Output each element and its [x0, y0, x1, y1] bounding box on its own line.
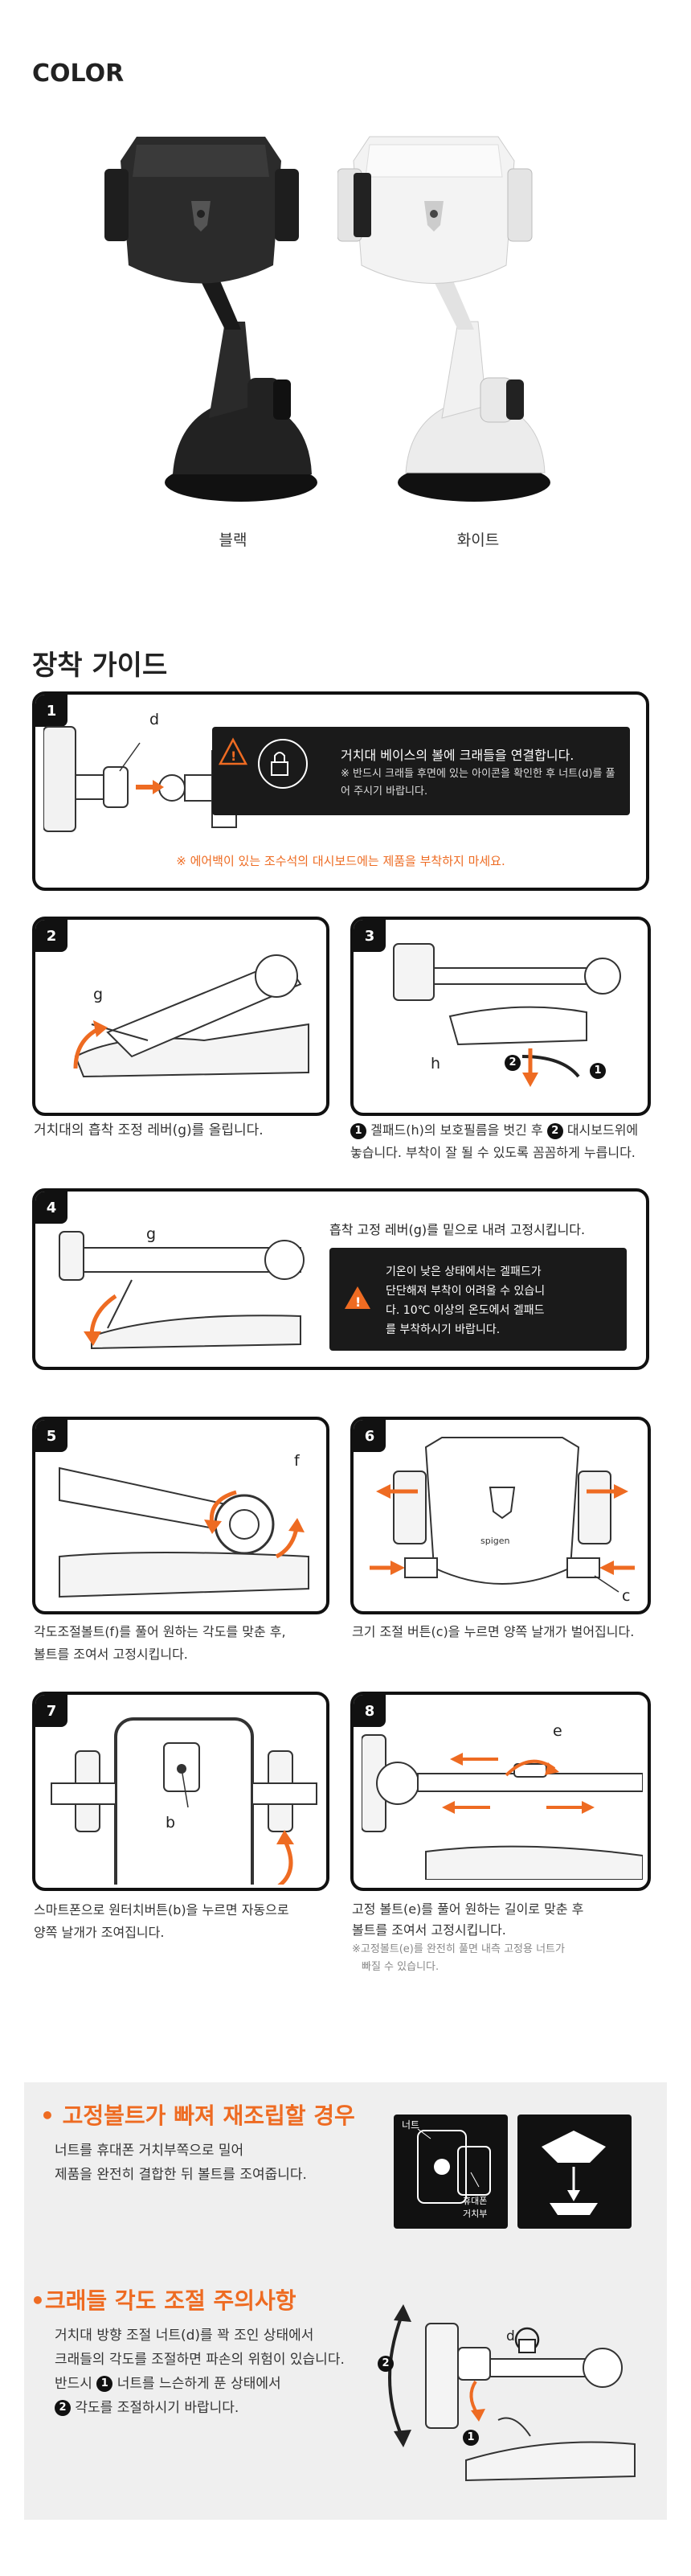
product-white-image	[337, 136, 550, 502]
step-number: 4	[35, 1192, 67, 1224]
warning-icon: !	[219, 737, 308, 789]
tip2-body-line2: 크래들의 각도를 조절하면 파손의 위험이 있습니다.	[55, 2352, 345, 2368]
svg-text:!: !	[231, 749, 236, 764]
tip2-part-label: d	[506, 2328, 515, 2344]
color-heading: COLOR	[32, 59, 125, 88]
step5-illustration	[59, 1466, 309, 1598]
step7-caption-line1: 스마트폰으로 원터치버튼(b)을 누르면 자동으로	[34, 1902, 289, 1918]
tip2-body: 거치대 방향 조절 너트(d)를 꽉 조인 상태에서 크래들의 각도를 조절하면…	[55, 2324, 345, 2420]
step3-box: 3 h 2 1	[350, 917, 651, 1116]
step5-caption-line1: 각도조절볼트(f)를 풀어 원하는 각도를 맞춘 후,	[34, 1624, 286, 1639]
step-number: 5	[35, 1420, 67, 1452]
step2-part-label: g	[93, 986, 104, 1003]
tip1-label-holder-line1: 휴대폰	[463, 2196, 488, 2206]
step5-box: 5 f	[32, 1417, 329, 1614]
step1-box: 1 d ! 거치대 베이스의 볼에 크래들을 연결합니다. ※ 반드시 크래들 …	[32, 691, 649, 891]
step6-part-label: c	[622, 1587, 631, 1605]
step2-illustration	[73, 954, 309, 1078]
step7-caption-line2: 양쪽 날개가 조여집니다.	[34, 1925, 165, 1940]
tip1-label-holder: 휴대폰 거치부	[463, 2195, 487, 2221]
step1-note-title: 거치대 베이스의 볼에 크래들을 연결합니다.	[341, 748, 574, 763]
step5-part-label: f	[294, 1452, 300, 1470]
tip1-image-2	[517, 2115, 632, 2229]
tip2-title: •크래들 각도 조절 주의사항	[31, 2287, 296, 2314]
step3-caption-line2: 놓습니다. 부착이 잘 될 수 있도록 꼼꼼하게 누릅니다.	[350, 1145, 636, 1160]
reassembly-icon	[542, 2131, 606, 2215]
step1-warning: ※ 에어백이 있는 조수석의 대시보드에는 제품을 부착하지 마세요.	[176, 854, 505, 868]
step8-note-line2: 빠질 수 있습니다.	[362, 1961, 440, 1973]
tip2-body-line3-post: 너트를 느슨하게 푼 상태에서	[117, 2376, 281, 2392]
tip1-label-holder-line2: 거치부	[463, 2209, 488, 2219]
step2-box: 2 g	[32, 917, 329, 1116]
svg-text:!: !	[355, 1294, 361, 1310]
step1-part-label: d	[149, 711, 160, 728]
step3-badge-2: 2	[505, 1055, 521, 1071]
step7-illustration	[51, 1717, 317, 1885]
step8-caption-line2: 볼트를 조여서 고정시킵니다.	[352, 1922, 506, 1938]
step4-box: 4 g 흡착 고정 레버(g)를 밑으로 내려 고정시킵니다. ! 기온이 낮은…	[32, 1188, 649, 1370]
tip2-badge-2: 2	[378, 2356, 394, 2372]
step8-note-line1: ※고정볼트(e)를 완전히 풀면 내측 고정용 너트가	[352, 1943, 565, 1955]
step1-note-sub: ※ 반드시 크래들 후면에 있는 아이콘을 확인한 후 너트(d)를 풀어 주시…	[341, 768, 615, 798]
step3-caption: 1 겔패드(h)의 보호필름을 벗긴 후 2 대시보드위에 놓습니다. 부착이 …	[350, 1119, 672, 1164]
tip2-body-line4-post: 각도를 조절하시기 바랍니다.	[75, 2400, 239, 2416]
step8-caption-line1: 고정 볼트(e)를 풀어 원하는 길이로 맞춘 후	[352, 1901, 584, 1917]
tip2-body-badge-2: 2	[55, 2400, 71, 2416]
step3-caption-post: 대시보드위에	[566, 1122, 639, 1138]
tip2-body-line3: 반드시 1 너트를 느슨하게 푼 상태에서	[55, 2372, 345, 2396]
step8-caption: 고정 볼트(e)를 풀어 원하는 길이로 맞춘 후 볼트를 조여서 고정시킵니다…	[352, 1899, 583, 1976]
step5-caption-line2: 볼트를 조여서 고정시킵니다.	[34, 1647, 188, 1662]
nut-diagram-icon	[417, 2128, 491, 2204]
step3-caption-pre: 겔패드(h)의 보호필름을 벗긴 후	[370, 1122, 543, 1138]
step8-part-label: e	[553, 1722, 562, 1740]
tip1-image-1: 너트 휴대폰 거치부	[394, 2115, 508, 2229]
step-number: 6	[354, 1420, 386, 1452]
product-black-label: 블랙	[219, 531, 247, 549]
tip2-badge-1: 1	[463, 2430, 479, 2446]
step-number: 3	[354, 920, 386, 952]
step4-illustration	[59, 1231, 305, 1350]
tip1-body-line1: 너트를 휴대폰 거치부쪽으로 밀어	[55, 2143, 244, 2159]
brand-text: spigen	[480, 1536, 510, 1546]
warning-icon: !	[345, 1286, 370, 1310]
tip1-body-line2: 제품을 완전히 결합한 뒤 볼트를 조여줍니다.	[55, 2167, 307, 2183]
step4-note: ! 기온이 낮은 상태에서는 겔패드가 단단해져 부착이 어려울 수 있습니다.…	[329, 1248, 627, 1351]
tip1-label-nut: 너트	[402, 2119, 420, 2131]
step8-box: 8 e	[350, 1692, 651, 1891]
step-number: 1	[35, 695, 67, 727]
step4-caption: 흡착 고정 레버(g)를 밑으로 내려 고정시킵니다.	[329, 1222, 586, 1237]
tips-box: • 고정볼트가 빠져 재조립할 경우 너트를 휴대폰 거치부쪽으로 밀어 제품을…	[24, 2082, 667, 2520]
tip1-title: • 고정볼트가 빠져 재조립할 경우	[40, 2102, 355, 2129]
guide-heading: 장착 가이드	[32, 650, 168, 682]
step6-caption: 크기 조절 버튼(c)을 누르면 양쪽 날개가 벌어집니다.	[352, 1624, 635, 1639]
tip1-body: 너트를 휴대폰 거치부쪽으로 밀어 제품을 완전히 결합한 뒤 볼트를 조여줍니…	[55, 2139, 307, 2187]
product-black-image	[104, 137, 317, 502]
tip2-body-badge-1: 1	[96, 2376, 113, 2392]
step-number: 2	[35, 920, 67, 952]
step-number: 7	[35, 1695, 67, 1727]
step1-note: ! 거치대 베이스의 볼에 크래들을 연결합니다. ※ 반드시 크래들 후면에 …	[212, 727, 630, 815]
step7-box: 7 b	[32, 1692, 329, 1891]
product-white-label: 화이트	[456, 531, 500, 549]
step4-note-text: 기온이 낮은 상태에서는 겔패드가 단단해져 부착이 어려울 수 있습니다. 1…	[386, 1265, 546, 1336]
step3-caption-badge-1: 1	[350, 1122, 366, 1139]
step-number: 8	[354, 1695, 386, 1727]
tip2-body-line4: 2 각도를 조절하시기 바랍니다.	[55, 2396, 345, 2420]
step6-illustration: spigen	[370, 1437, 635, 1593]
step3-illustration	[393, 943, 621, 1087]
step3-part-label: h	[431, 1055, 441, 1073]
step2-caption: 거치대의 흡착 조정 레버(g)를 올립니다.	[34, 1122, 264, 1138]
step6-box: 6 spigen c	[350, 1417, 651, 1614]
step4-part-label: g	[146, 1225, 157, 1243]
tip2-body-line3-pre: 반드시	[55, 2376, 92, 2392]
step3-caption-badge-2: 2	[546, 1122, 563, 1139]
step5-caption: 각도조절볼트(f)를 풀어 원하는 각도를 맞춘 후, 볼트를 조여서 고정시킵…	[34, 1621, 286, 1666]
tip2-illustration	[388, 2304, 636, 2482]
step3-badge-1: 1	[590, 1063, 606, 1079]
step8-illustration	[362, 1734, 643, 1880]
step7-caption: 스마트폰으로 원터치버튼(b)을 누르면 자동으로 양쪽 날개가 조여집니다.	[34, 1899, 289, 1944]
step7-part-label: b	[166, 1814, 176, 1832]
tip2-body-line1: 거치대 방향 조절 너트(d)를 꽉 조인 상태에서	[55, 2328, 314, 2344]
